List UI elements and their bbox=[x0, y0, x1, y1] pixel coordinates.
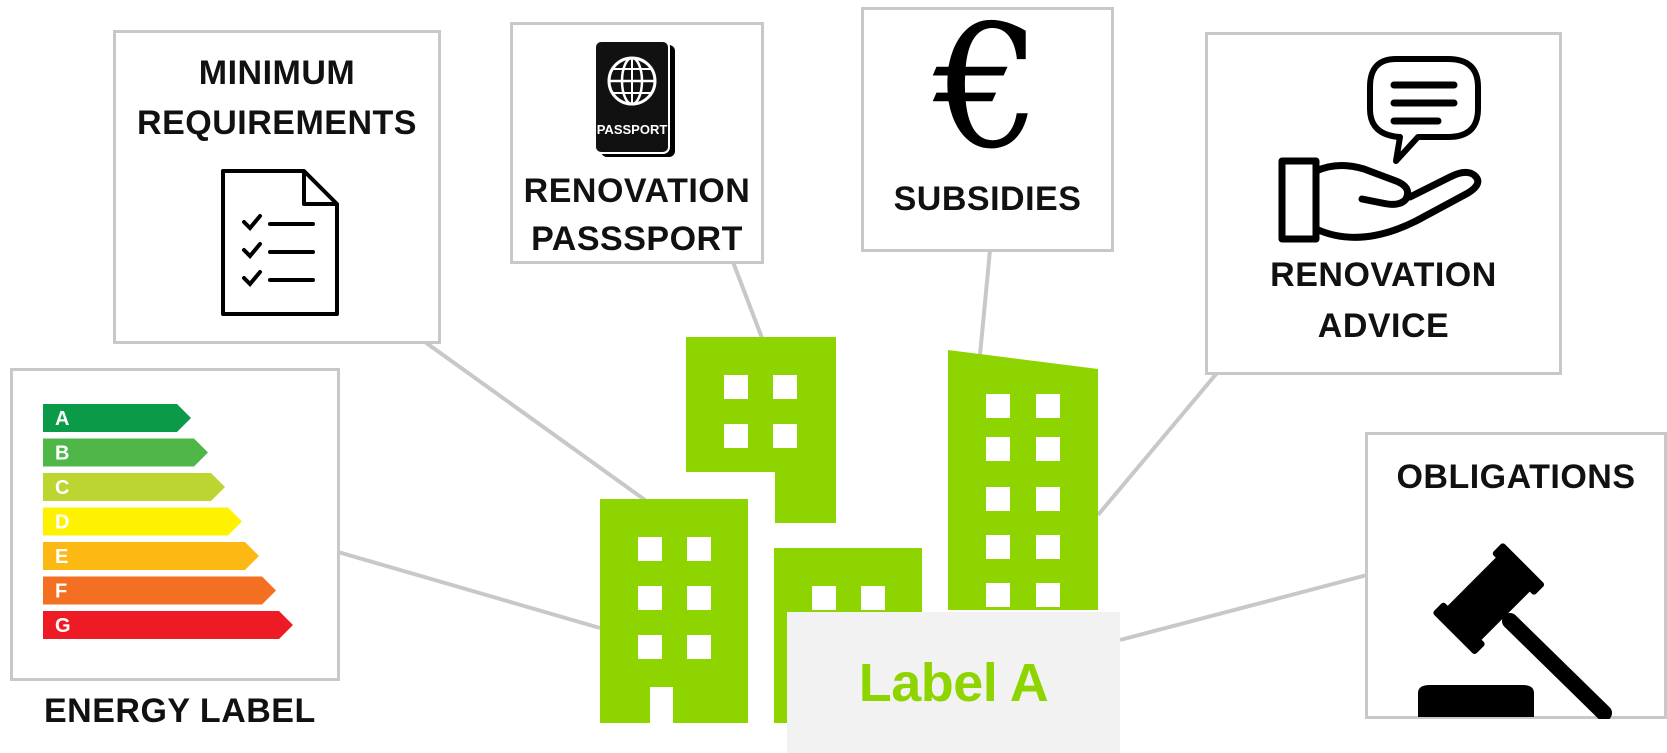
energy-bar-e bbox=[43, 542, 259, 570]
energy-bar-g bbox=[43, 611, 293, 639]
connector-energy-label bbox=[337, 550, 601, 630]
connector-obligations bbox=[1119, 573, 1368, 642]
energy-bar-d bbox=[43, 507, 242, 536]
energy-bar-letter-d: D bbox=[55, 512, 69, 534]
obligations-box: OBLIGATIONS bbox=[1365, 432, 1667, 719]
energy-bar-f bbox=[43, 576, 276, 605]
connector-subsidies bbox=[978, 249, 992, 356]
label-a-box: Label A bbox=[787, 612, 1120, 753]
renovation-passport-title-line2: PASSSPORT bbox=[531, 220, 743, 258]
energy-bar-a bbox=[43, 404, 191, 432]
renovation-passport-box: PASSPORT RENOVATION PASSSPORT bbox=[510, 22, 764, 264]
gavel-icon bbox=[1418, 543, 1612, 719]
energy-bar-letter-b: B bbox=[55, 443, 69, 465]
energy-bar-b bbox=[43, 438, 208, 467]
minimum-requirements-title-line1: MINIMUM bbox=[198, 54, 356, 92]
energy-bar-letter-f: F bbox=[55, 581, 67, 603]
passport-icon: PASSPORT bbox=[594, 40, 675, 157]
energy-label-caption: ENERGY LABEL bbox=[44, 692, 316, 730]
connector-renovation-passport bbox=[731, 261, 764, 339]
minimum-requirements-title-line2: REQUIREMENTS bbox=[137, 104, 417, 142]
renovation-advice-box: RENOVATION ADVICE bbox=[1205, 32, 1562, 375]
green-buildings-icon bbox=[600, 337, 1098, 723]
subsidies-title: SUBSIDIES bbox=[893, 180, 1082, 218]
label-a-text: Label A bbox=[858, 652, 1049, 713]
checklist-document-icon bbox=[221, 169, 339, 316]
energy-bar-letter-e: E bbox=[55, 546, 68, 568]
renovation-passport-title-line1: RENOVATION bbox=[523, 172, 751, 210]
energy-bar-c bbox=[43, 473, 225, 501]
building-top bbox=[686, 337, 836, 523]
energy-bar-letter-c: C bbox=[55, 477, 69, 499]
minimum-requirements-box: MINIMUM REQUIREMENTS bbox=[113, 30, 441, 344]
passport-icon-text: PASSPORT bbox=[597, 122, 668, 137]
energy-bar-letter-g: G bbox=[55, 615, 71, 637]
renovation-advice-title-line2: ADVICE bbox=[1317, 307, 1450, 345]
connector-minimum-requirements bbox=[423, 340, 647, 502]
euro-icon: € bbox=[933, 0, 1042, 187]
renovation-advice-title-line1: RENOVATION bbox=[1270, 256, 1497, 294]
hand-speech-bubble-icon bbox=[1278, 56, 1482, 243]
subsidies-box: € SUBSIDIES bbox=[861, 0, 1114, 252]
building-left bbox=[600, 499, 748, 723]
obligations-title: OBLIGATIONS bbox=[1396, 458, 1636, 496]
building-tall-right bbox=[948, 350, 1098, 610]
connector-renovation-advice bbox=[1096, 371, 1219, 517]
energy-bar-letter-a: A bbox=[55, 408, 69, 430]
